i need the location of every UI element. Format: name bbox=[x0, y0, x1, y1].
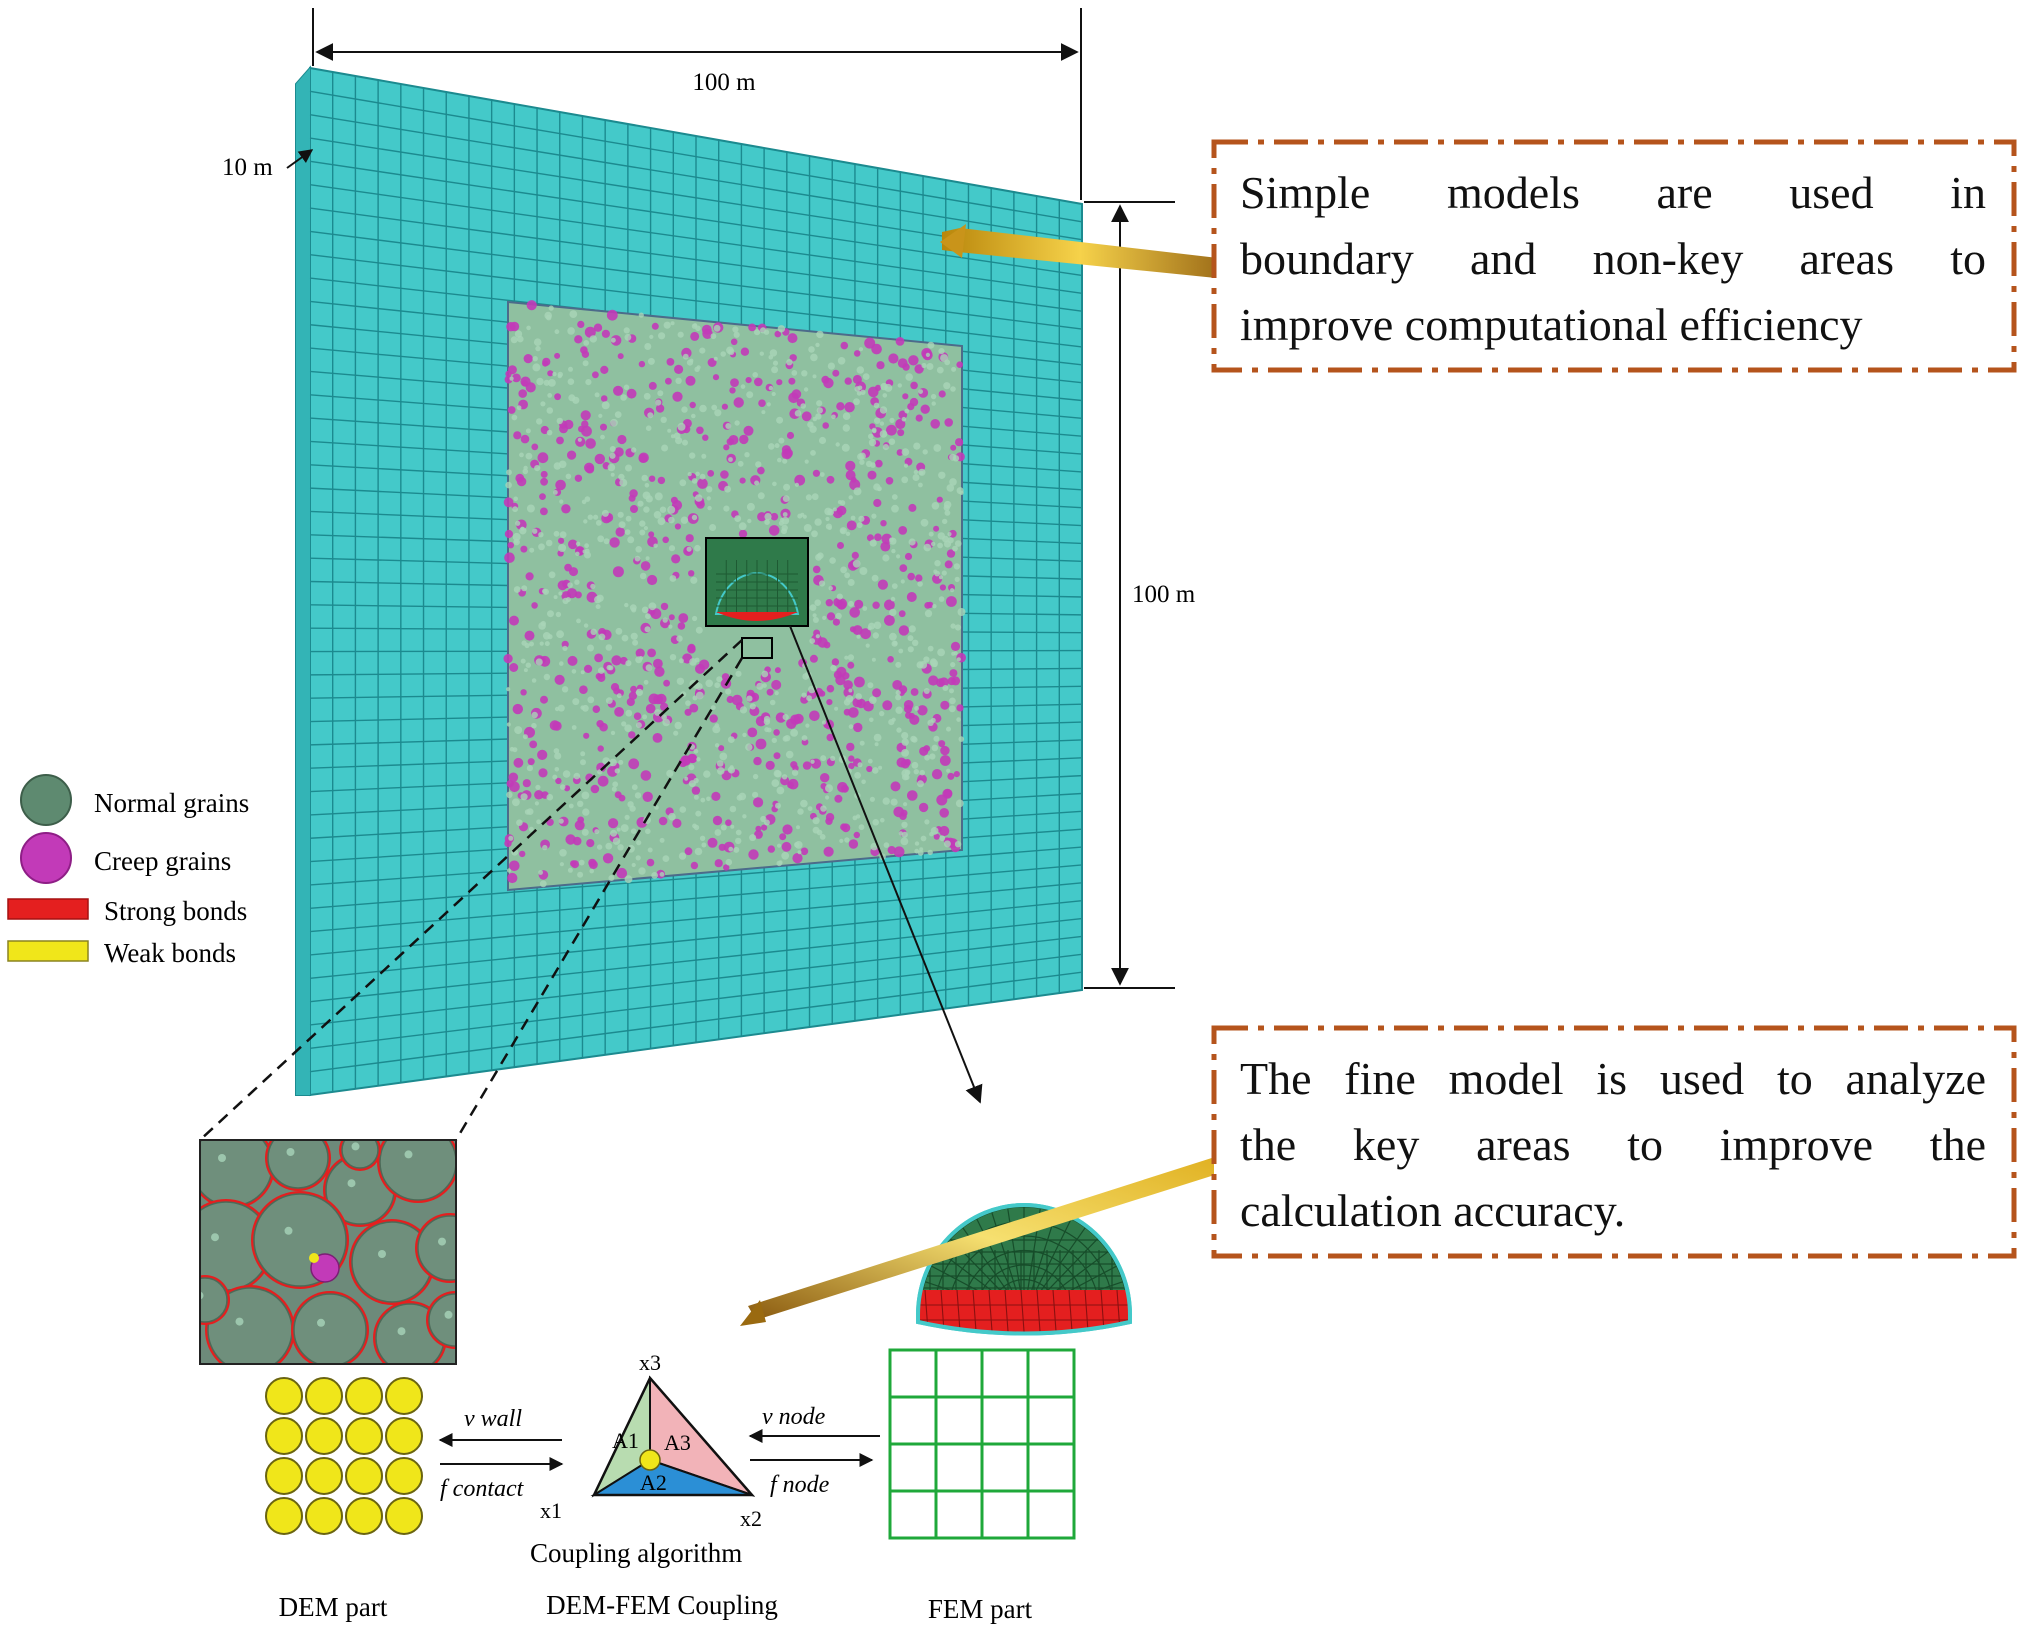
dem-grains-inset bbox=[199, 1139, 457, 1365]
tunnel-zoom-box bbox=[705, 537, 809, 659]
f-contact-label: f contact bbox=[440, 1476, 525, 1502]
legend-strong-label: Strong bonds bbox=[104, 896, 247, 926]
simple-callout-line-3: improve computational efficiency bbox=[1240, 299, 1863, 350]
fine-callout-line-3: calculation accuracy. bbox=[1240, 1185, 1626, 1236]
fem-part-grid bbox=[888, 1348, 1076, 1540]
legend-creep-grain-swatch bbox=[20, 832, 72, 884]
dem-zoom-line-left bbox=[199, 639, 743, 1141]
dem-part-label: DEM part bbox=[279, 1592, 388, 1622]
legend: Normal grains Creep grains Strong bonds … bbox=[7, 774, 249, 968]
coupling-arrows: v wall f contact v node f node bbox=[438, 1404, 880, 1502]
height-dimension: 100 m bbox=[1084, 201, 1196, 989]
area-a2: A2 bbox=[640, 1470, 667, 1495]
simple-callout-line-2: boundary and non-key areas to bbox=[1240, 233, 1986, 284]
legend-strong-bond-swatch bbox=[7, 898, 89, 920]
simple-model-callout: Simple models are used in boundary and n… bbox=[1240, 160, 1986, 358]
legend-weak-bond-swatch bbox=[7, 940, 89, 962]
area-a3: A3 bbox=[664, 1430, 691, 1455]
coupling-triangle: x3 x1 x2 A1 A2 A3 Coupling algorithm bbox=[530, 1350, 762, 1568]
fine-model-pointer bbox=[789, 625, 983, 1104]
height-label: 100 m bbox=[1132, 581, 1196, 608]
vertex-x2: x2 bbox=[740, 1506, 762, 1531]
area-a1: A1 bbox=[612, 1428, 639, 1453]
coupling-part-label: DEM-FEM Coupling bbox=[546, 1590, 778, 1620]
fine-model-callout-border bbox=[1211, 1025, 2017, 1259]
fine-callout-line-2: the key areas to improve the bbox=[1240, 1119, 1986, 1170]
v-wall-label: v wall bbox=[464, 1406, 522, 1432]
simple-model-callout-border bbox=[1211, 139, 2017, 373]
dem-zoom-line-right bbox=[454, 657, 744, 1141]
v-node-label: v node bbox=[762, 1404, 826, 1430]
fem-part-label: FEM part bbox=[928, 1594, 1033, 1624]
legend-creep-label: Creep grains bbox=[94, 846, 231, 876]
simple-callout-line-1: Simple models are used in bbox=[1240, 167, 1986, 218]
legend-normal-grain-swatch bbox=[20, 774, 72, 826]
width-dimension: 100 m bbox=[312, 8, 1082, 200]
coupling-point bbox=[639, 1449, 661, 1471]
thickness-label: 10 m bbox=[222, 154, 273, 181]
width-label: 100 m bbox=[692, 69, 756, 96]
f-node-label: f node bbox=[770, 1472, 830, 1498]
fine-model-arrow bbox=[740, 1156, 1224, 1326]
fine-model-callout: The fine model is used to analyze the ke… bbox=[1240, 1046, 1986, 1244]
legend-weak-label: Weak bonds bbox=[104, 938, 236, 968]
simple-model-arrow bbox=[940, 224, 1218, 278]
vertex-x3: x3 bbox=[639, 1350, 661, 1375]
legend-normal-label: Normal grains bbox=[94, 788, 249, 818]
fine-callout-line-1: The fine model is used to analyze bbox=[1240, 1053, 1986, 1104]
thickness-dimension: 10 m bbox=[222, 149, 314, 181]
vertex-x1: x1 bbox=[540, 1498, 562, 1523]
dem-part-particles bbox=[265, 1377, 423, 1535]
coupling-title: Coupling algorithm bbox=[530, 1538, 742, 1568]
